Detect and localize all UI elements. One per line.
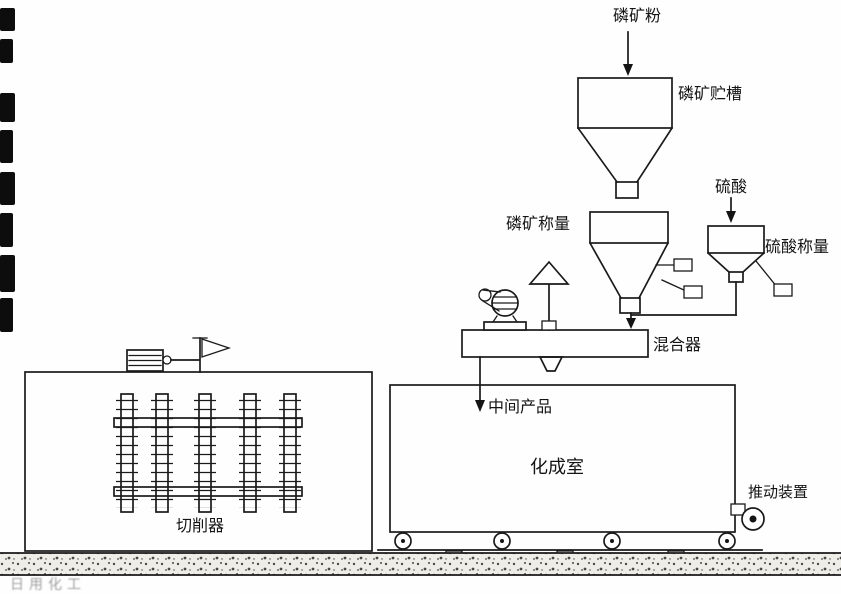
phosphate-scale-linkage xyxy=(655,258,703,299)
mixer-motor xyxy=(478,288,527,331)
sulfuric-arrowhead-icon xyxy=(726,211,736,223)
wheel xyxy=(394,532,412,550)
phosphate-powder-feed: 磷矿粉 xyxy=(613,6,661,76)
pushing-device: 推动装置 xyxy=(730,483,808,531)
label-sulfuric-weighing: 硫酸称量 xyxy=(765,237,829,256)
sulfuric-weighing-hopper: 硫酸称量 xyxy=(706,225,829,297)
label-curing-chamber: 化成室 xyxy=(530,457,584,478)
sulfuric-scale-linkage xyxy=(755,260,793,297)
sulfuric-acid-feed: 硫酸 xyxy=(715,177,747,223)
label-pushing-device: 推动装置 xyxy=(748,483,808,501)
label-sulfuric-acid: 硫酸 xyxy=(715,177,747,196)
intermediate-product-flow: 中间产品 xyxy=(475,356,552,416)
label-cutter: 切削器 xyxy=(176,516,224,535)
cutter-housing xyxy=(24,337,373,552)
phosphate-storage-hopper: 磷矿贮槽 xyxy=(576,77,742,199)
wheel xyxy=(718,532,736,550)
cutter-unit: 切削器 xyxy=(113,393,303,535)
mixer-unit: 混合器 xyxy=(461,260,701,372)
label-phosphate-powder: 磷矿粉 xyxy=(613,6,661,25)
label-phosphate-weighing: 磷矿称量 xyxy=(506,214,570,233)
cutter-drive-flag xyxy=(192,337,232,373)
feed-arrowhead-icon xyxy=(623,64,633,76)
label-intermediate-product: 中间产品 xyxy=(488,397,552,416)
curing-chamber: 化成室 xyxy=(389,384,736,533)
scan-artifacts xyxy=(0,8,15,332)
ground xyxy=(0,552,841,576)
label-mixer: 混合器 xyxy=(653,335,701,354)
label-phosphate-storage: 磷矿贮槽 xyxy=(678,84,742,103)
phosphate-weighing-hopper: 磷矿称量 xyxy=(506,211,703,314)
wheel xyxy=(493,532,511,550)
cutter-motor xyxy=(126,349,200,372)
intermediate-arrowhead-icon xyxy=(475,400,485,412)
mixer-discharge-chute xyxy=(538,356,564,372)
feed-pipes xyxy=(626,281,737,329)
wheel xyxy=(603,532,621,550)
mixer-inlet-arrowhead-icon xyxy=(626,318,636,329)
watermark-text: 日用化工 xyxy=(10,577,86,593)
mixer-agitator xyxy=(528,260,570,331)
